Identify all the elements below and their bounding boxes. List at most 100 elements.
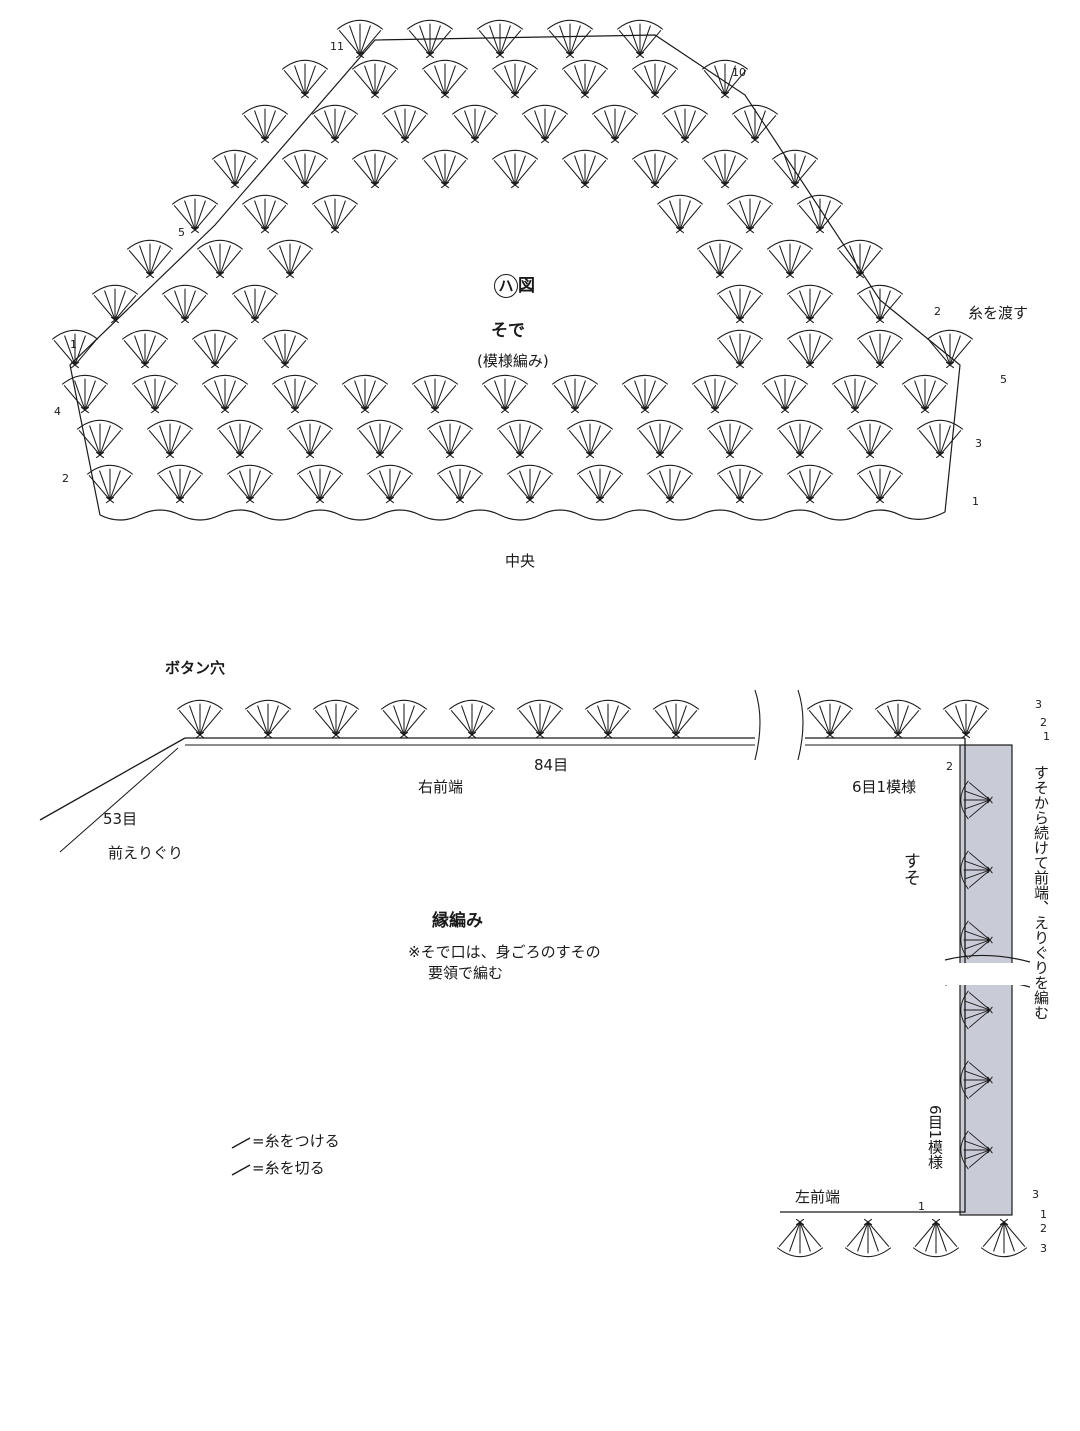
stitch-fan [856, 284, 904, 324]
row-number: 5 [1000, 373, 1007, 386]
row-number: 1 [1040, 1208, 1047, 1221]
title-figure: 図 [518, 276, 535, 296]
stitch-fan [980, 1218, 1028, 1258]
stitch-fan [874, 699, 922, 739]
stitch-fan [636, 419, 684, 459]
stitch-fan [912, 1218, 960, 1258]
stitch-fan [201, 374, 249, 414]
stitch-fan [286, 419, 334, 459]
row-number: 2 [62, 472, 69, 485]
stitch-fan [776, 419, 824, 459]
stitch-count-53: 53目 [103, 810, 138, 828]
center-label: 中央 [505, 552, 536, 570]
left-front-edge-label: 左前端 [795, 1188, 841, 1206]
row-number: 2 [934, 305, 941, 318]
stitch-fan [176, 699, 224, 739]
right-front-edge-label: 右前端 [418, 778, 464, 796]
thread-label: 糸を渡す [968, 304, 1029, 322]
stitch-fan [351, 149, 399, 189]
stitch-fan [381, 104, 429, 144]
legend-cut: =糸を切る [252, 1159, 325, 1177]
stitch-fan [261, 329, 309, 369]
stitch-fan [566, 419, 614, 459]
row-number: 2 [1040, 716, 1047, 729]
stitch-fan [584, 699, 632, 739]
stitch-count-84: 84目 [530, 754, 573, 775]
row-number: 3 [1032, 1188, 1039, 1201]
stitch-fan [336, 19, 384, 59]
stitch-fan [646, 464, 694, 504]
stitch-fan [521, 104, 569, 144]
stitch-fan [771, 149, 819, 189]
stitch-fan [631, 149, 679, 189]
stitch-fan [311, 104, 359, 144]
stitch-fan [516, 699, 564, 739]
sleeve-title: ハ図 [494, 271, 535, 298]
stitch-fan [576, 464, 624, 504]
stitch-fan [211, 149, 259, 189]
stitch-fan [761, 374, 809, 414]
stitch-fan [61, 374, 109, 414]
stitch-fan [561, 149, 609, 189]
stitch-fan [786, 284, 834, 324]
stitch-fan [496, 419, 544, 459]
stitch-fan [926, 329, 974, 369]
stitch-fan [91, 284, 139, 324]
stitch-fan [448, 699, 496, 739]
stitch-fan [691, 374, 739, 414]
stitch-fan [426, 419, 474, 459]
stitch-fan [591, 104, 639, 144]
repeat-label-side: 6目1模様 [926, 1105, 944, 1170]
stitch-fan [296, 464, 344, 504]
title-circle: ハ [494, 274, 518, 298]
stitch-fan [281, 59, 329, 99]
buttonhole-label: ボタン穴 [165, 659, 226, 677]
stitch-fan [901, 374, 949, 414]
stitch-fan [311, 194, 359, 234]
stitch-fan [856, 329, 904, 369]
row-number: 3 [1040, 1242, 1047, 1255]
row-number: 3 [975, 437, 982, 450]
row-number: 11 [330, 40, 344, 53]
stitch-fan [796, 194, 844, 234]
stitch-fan [806, 699, 854, 739]
row-number: 10 [732, 66, 746, 79]
stitch-fan [844, 1218, 892, 1258]
stitch-fan [661, 104, 709, 144]
stitch-fan [341, 374, 389, 414]
sleeve-outline [69, 34, 961, 521]
stitch-fan [266, 239, 314, 279]
stitch-fan [421, 59, 469, 99]
row-number: 4 [54, 405, 61, 418]
stitch-fan [916, 419, 964, 459]
row-number: 1 [972, 495, 979, 508]
stitch-fan [146, 419, 194, 459]
stitch-fan [942, 699, 990, 739]
stitch-fan [121, 329, 169, 369]
stitch-fan [356, 419, 404, 459]
stitch-fan [380, 699, 428, 739]
stitch-fan [831, 374, 879, 414]
repeat-label-top: 6目1模様 [852, 778, 917, 796]
legend-attach: =糸をつける [252, 1132, 340, 1150]
stitch-fan [561, 59, 609, 99]
stitch-fan [716, 464, 764, 504]
front-neckline-label: 前えりぐり [108, 844, 184, 862]
stitch-fan [786, 329, 834, 369]
hem-label: すそ [900, 852, 920, 886]
sleeve-subtitle: (模様編み) [477, 352, 549, 370]
row-number: 1 [918, 1200, 925, 1213]
stitch-fan [421, 149, 469, 189]
stitch-fan [241, 194, 289, 234]
border-note-line1: ※そで口は、身ごろのすその [408, 943, 601, 961]
stitch-fan [476, 19, 524, 59]
sleeve-name: そで [491, 321, 525, 341]
border-title: 縁編み [432, 911, 483, 931]
stitch-fan [231, 284, 279, 324]
side-instruction: すそから続けて前端、えりぐりを編む [1032, 765, 1050, 1020]
stitch-fan [366, 464, 414, 504]
stitch-fan [726, 194, 774, 234]
stitch-fan [216, 419, 264, 459]
stitch-fan [241, 104, 289, 144]
stitch-fan [196, 239, 244, 279]
